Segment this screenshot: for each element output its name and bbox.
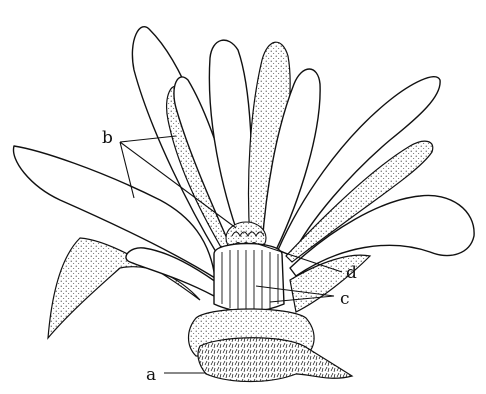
hairy-bract (198, 338, 352, 382)
label-a: a (146, 365, 156, 385)
label-b: b (102, 128, 113, 148)
label-c: c (340, 289, 350, 309)
label-d: d (346, 263, 357, 283)
